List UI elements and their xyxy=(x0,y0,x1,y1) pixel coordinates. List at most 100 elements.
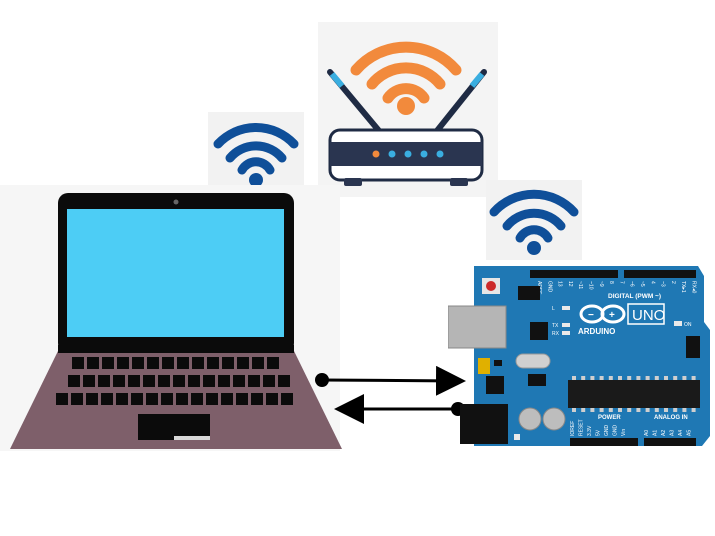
l-led xyxy=(562,306,570,310)
power-pin-label: GND xyxy=(613,425,619,437)
digital-pin-label: ~11 xyxy=(577,281,583,289)
keyboard-key xyxy=(173,375,185,387)
power-pin-label: 3.3V xyxy=(587,425,593,436)
digital-pin-label: 12 xyxy=(567,281,573,287)
analog-pin-label: A3 xyxy=(670,430,676,436)
keyboard-key xyxy=(161,393,173,405)
tx-led-label: TX xyxy=(552,323,559,329)
chip-pin xyxy=(599,408,604,412)
router-foot-left xyxy=(344,178,362,186)
analog-pin-label: A0 xyxy=(644,430,650,436)
router-icon xyxy=(318,22,498,197)
keyboard-key xyxy=(102,357,114,369)
analog-pin-label: A1 xyxy=(653,430,659,436)
keyboard-key xyxy=(101,393,113,405)
digital-pin-label: ~10 xyxy=(588,281,594,290)
chip-pin xyxy=(636,376,641,380)
chip-pin xyxy=(608,408,613,412)
router-led-2 xyxy=(388,150,396,158)
chip-pin xyxy=(654,408,659,412)
keyboard-key xyxy=(116,393,128,405)
chip-pin xyxy=(682,376,687,380)
digital-header-right xyxy=(624,270,696,278)
keyboard-key xyxy=(218,375,230,387)
keyboard-key xyxy=(158,375,170,387)
keyboard-key xyxy=(177,357,189,369)
analog-header xyxy=(644,438,696,446)
keyboard-key xyxy=(128,375,140,387)
chip-pin xyxy=(618,376,622,380)
ic-small xyxy=(528,374,546,386)
digital-header-left xyxy=(530,270,618,278)
orange-wifi-icon xyxy=(350,41,462,104)
connection-arrows xyxy=(315,365,466,424)
keyboard-key xyxy=(72,357,84,369)
l-led-label: L xyxy=(552,306,555,312)
laptop-icon xyxy=(0,185,342,451)
keyboard-key xyxy=(87,357,99,369)
chip-pin xyxy=(673,376,678,380)
router-antenna-left-tip xyxy=(329,72,345,88)
keyboard-key xyxy=(237,357,249,369)
digital-label: DIGITAL (PWM ~) xyxy=(608,293,661,300)
digital-pin-label: ~6 xyxy=(629,281,635,287)
uno-box xyxy=(627,303,665,325)
power-header xyxy=(570,438,638,446)
tx-led xyxy=(562,323,570,327)
keyboard-key xyxy=(221,393,233,405)
keyboard-key xyxy=(206,393,218,405)
icsp-header-2 xyxy=(686,336,700,358)
reset-button xyxy=(486,281,496,291)
digital-pin-label: 8 xyxy=(608,281,614,284)
power-label: POWER xyxy=(598,415,621,421)
router-foot-right xyxy=(450,178,468,186)
keyboard-key xyxy=(248,375,260,387)
chip-pin xyxy=(645,408,650,412)
router-led-4 xyxy=(420,150,428,158)
keyboard-key xyxy=(188,375,200,387)
keyboard-key xyxy=(71,393,83,405)
rx-led xyxy=(562,331,570,335)
analog-pin-label: A2 xyxy=(661,430,667,436)
keyboard-key xyxy=(267,357,279,369)
chip-pin xyxy=(682,408,687,412)
laptop-screen xyxy=(67,209,284,337)
keyboard-key xyxy=(251,393,263,405)
analog-label: ANALOG IN xyxy=(654,415,688,421)
laptop-trackpad xyxy=(138,414,210,440)
keyboard-key xyxy=(143,375,155,387)
chip-pin xyxy=(590,408,595,412)
keyboard-key xyxy=(203,375,215,387)
chip-pin xyxy=(618,408,622,412)
analog-pin-label: A5 xyxy=(687,430,693,436)
crystal-oscillator xyxy=(515,353,551,369)
keyboard-key xyxy=(147,357,159,369)
laptop-trackpad-highlight xyxy=(174,436,210,440)
chip-pin xyxy=(691,376,696,380)
keyboard-key xyxy=(233,375,245,387)
power-pin-label: Vin xyxy=(621,429,627,436)
chip-pin xyxy=(627,408,632,412)
keyboard-key xyxy=(162,357,174,369)
power-pin-label: IOREF xyxy=(570,421,576,436)
digital-pin-label: 4 xyxy=(649,281,655,284)
chip-pin xyxy=(572,408,576,412)
digital-pin-label: RX◂0 xyxy=(691,281,697,293)
keyboard-key xyxy=(131,393,143,405)
digital-pin-label: ~3 xyxy=(660,281,666,287)
capacitor-yellow xyxy=(478,358,490,374)
board-wifi-dot xyxy=(527,241,541,255)
keyboard-key xyxy=(207,357,219,369)
router-led-3 xyxy=(404,150,412,158)
chip-pin xyxy=(691,408,696,412)
chip-pin xyxy=(673,408,678,412)
laptop-wifi-icon xyxy=(208,112,304,192)
keyboard-key xyxy=(117,357,129,369)
digital-pin-label: 13 xyxy=(557,281,563,287)
keyboard-key xyxy=(146,393,158,405)
chip-pin xyxy=(581,376,586,380)
router-led-5 xyxy=(436,150,444,158)
voltage-regulator xyxy=(486,376,504,394)
chip-pin xyxy=(664,376,668,380)
laptop-wifi-dot xyxy=(249,173,263,187)
